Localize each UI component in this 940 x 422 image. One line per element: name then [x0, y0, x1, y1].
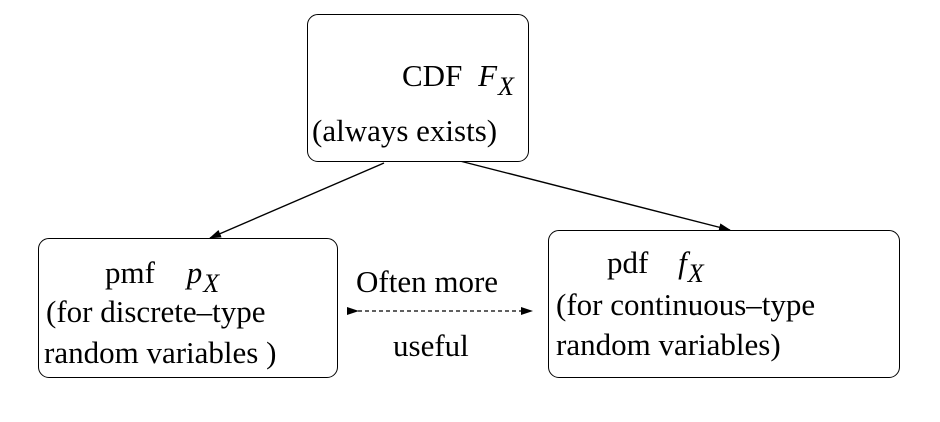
pmf-box: pmf pX (for discrete–type random variabl… [38, 238, 338, 378]
cdf-title: CDF [402, 58, 463, 93]
pmf-symbol: pX [186, 255, 220, 298]
pmf-note-line2: random variables ) [44, 335, 277, 370]
arrow-cdf-to-pdf [455, 159, 731, 232]
cdf-symbol-subscript: X [498, 72, 514, 101]
cdf-note: (always exists) [312, 113, 498, 148]
cdf-box: CDF FX (always exists) [307, 14, 529, 162]
pmf-note-line1: (for discrete–type [46, 294, 266, 329]
pdf-title-line: pdf fX [607, 245, 704, 288]
arrow-cdf-to-pmf [209, 162, 385, 239]
pmf-symbol-subscript: X [203, 269, 220, 298]
pdf-symbol: fX [678, 245, 704, 288]
pdf-title: pdf [607, 245, 649, 280]
comparison-label-line1: Often more [356, 264, 499, 299]
pdf-note-line2: random variables) [556, 327, 781, 362]
pdf-symbol-subscript: X [687, 259, 704, 288]
cdf-symbol: FX [478, 58, 514, 101]
comparison-label-line2: useful [393, 328, 469, 363]
pdf-box: pdf fX (for continuous–type random varia… [548, 230, 900, 378]
pdf-note-line1: (for continuous–type [556, 287, 816, 322]
pmf-title-line: pmf pX [105, 255, 220, 298]
cdf-title-line: CDF FX [402, 58, 514, 101]
pmf-title: pmf [105, 255, 155, 290]
